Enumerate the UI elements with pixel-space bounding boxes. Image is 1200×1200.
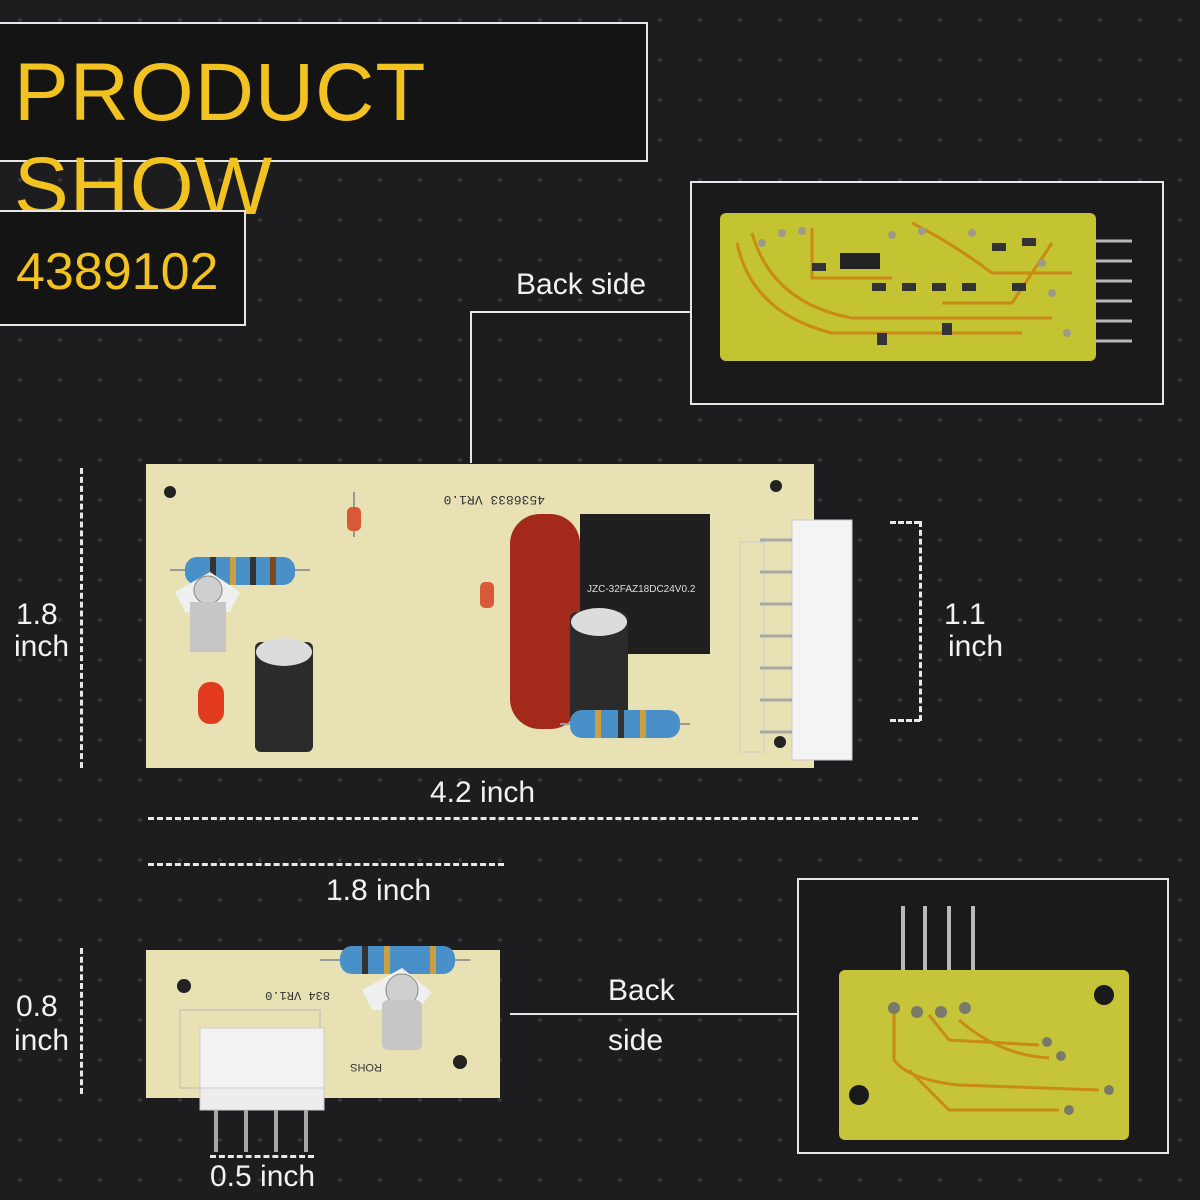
main-connector [791,519,853,761]
leader-line-vertical [470,311,472,463]
led-connector-width-label: 0.5 inch [210,1160,316,1193]
back-side-label: Back side [516,268,647,301]
connector-bottom-tick [890,719,920,722]
front-pcb [146,464,814,768]
led-height-value: 0.8 [16,990,58,1023]
main-board-silkscreen: 4536833 VR1.0 [444,492,545,507]
led-board-back-image [839,906,1129,1140]
led-back-pcb [839,970,1129,1140]
connector-height-dimension [919,521,922,721]
led-height-unit: inch [14,1024,70,1057]
back-ic-chip [840,253,880,269]
led-board-front: 834 VR1.0 ROHS [146,946,500,1152]
main-board-front: 4536833 VR1.0 JZC-32FAZ18DC24V0.2 [146,464,853,768]
main-width-label: 4.2 inch [430,776,536,809]
main-height-value: 1.8 [16,598,58,631]
rohs-mark: ROHS [350,1061,382,1073]
led-leader-line [510,1013,797,1015]
main-height-dimension [80,468,83,768]
led-width-label: 1.8 inch [326,874,432,907]
led-back-label-line1: Back [608,974,675,1007]
title-banner: PRODUCT SHOW [0,22,648,232]
relay-label: JZC-32FAZ18DC24V0.2 [587,584,696,595]
connector-top-tick [890,521,920,524]
led-connector-dimension [210,1155,314,1158]
model-number: 4389102 [16,243,219,301]
film-capacitor [510,514,580,729]
leader-line-horizontal [470,311,690,313]
led-width-dimension [148,863,504,866]
led-height-dimension [80,948,83,1094]
led-silkscreen: 834 VR1.0 [265,988,330,1002]
led-connector [199,1027,325,1089]
led-back-label-line2: side [608,1024,664,1057]
main-board-back-image [720,213,1132,361]
main-board-back-photo [690,181,1164,405]
main-height-unit: inch [14,630,70,663]
page-title: PRODUCT SHOW [14,47,425,232]
connector-height-value: 1.1 [944,598,986,631]
main-width-dimension [148,817,918,820]
connector-height-unit: inch [948,630,1004,663]
model-number-banner: 4389102 [0,210,246,326]
led-board-back-photo [797,878,1169,1154]
